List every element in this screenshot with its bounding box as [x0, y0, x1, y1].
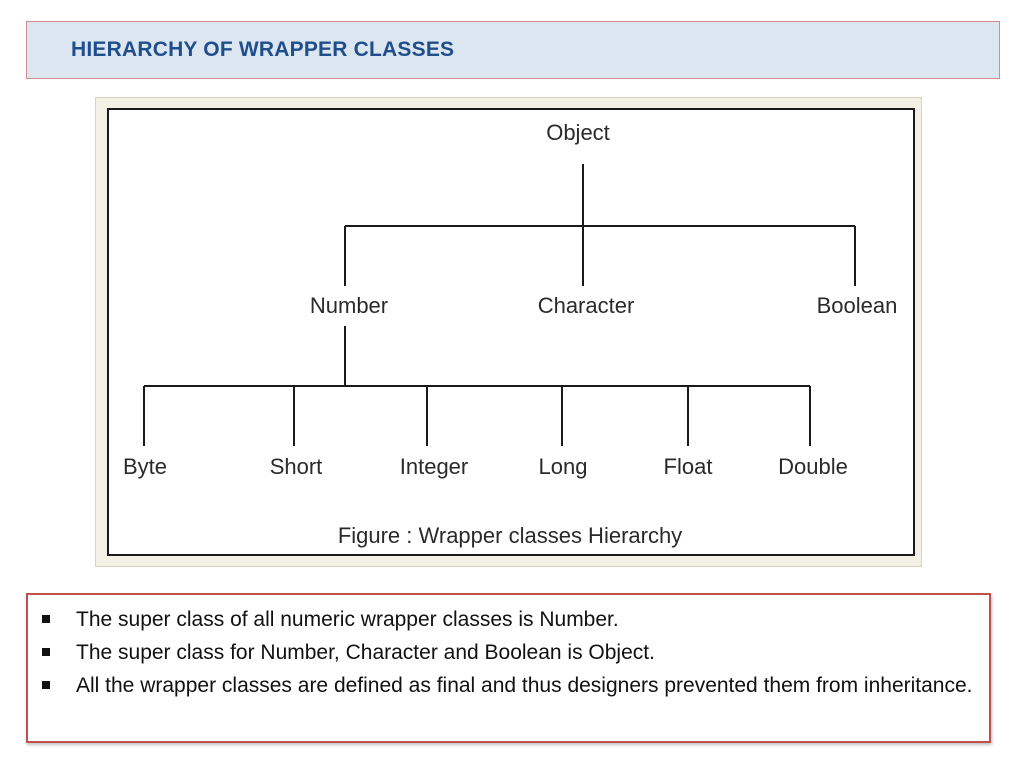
notes-list: The super class of all numeric wrapper c…: [40, 603, 980, 702]
note-text: All the wrapper classes are defined as f…: [76, 674, 973, 697]
list-item: All the wrapper classes are defined as f…: [40, 669, 980, 702]
figure-panel: Object Number Character Boolean Byte Sho…: [107, 108, 915, 556]
note-text: The super class for Number, Character an…: [76, 641, 655, 664]
node-float: Float: [664, 454, 713, 479]
square-bullet-icon: [42, 648, 50, 656]
square-bullet-icon: [42, 615, 50, 623]
connector-lines: [143, 164, 856, 446]
hierarchy-diagram: Object Number Character Boolean Byte Sho…: [123, 120, 898, 548]
node-character: Character: [538, 293, 635, 318]
figure-frame: Object Number Character Boolean Byte Sho…: [95, 97, 922, 567]
node-boolean: Boolean: [817, 293, 898, 318]
node-integer: Integer: [400, 454, 469, 479]
node-number: Number: [310, 293, 388, 318]
list-item: The super class for Number, Character an…: [40, 636, 980, 669]
node-short: Short: [270, 454, 323, 479]
node-long: Long: [539, 454, 588, 479]
node-double: Double: [778, 454, 848, 479]
title-bar: HIERARCHY OF WRAPPER CLASSES: [26, 21, 1000, 79]
list-item: The super class of all numeric wrapper c…: [40, 603, 980, 636]
figure-caption: Figure : Wrapper classes Hierarchy: [338, 523, 682, 548]
node-byte: Byte: [123, 454, 167, 479]
notes-box: The super class of all numeric wrapper c…: [26, 593, 991, 743]
note-text: The super class of all numeric wrapper c…: [76, 608, 619, 631]
square-bullet-icon: [42, 681, 50, 689]
page-title: HIERARCHY OF WRAPPER CLASSES: [71, 38, 455, 61]
node-object: Object: [546, 120, 610, 145]
